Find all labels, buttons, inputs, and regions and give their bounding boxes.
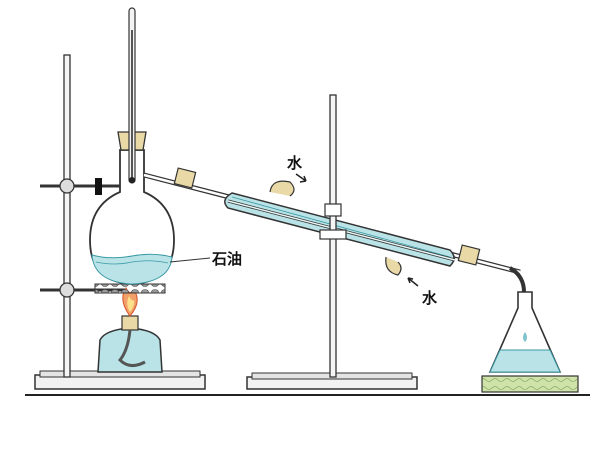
- water-out-label: 水: [287, 154, 303, 172]
- petroleum-liquid: [91, 253, 173, 285]
- petroleum-label: 石油: [211, 250, 242, 268]
- arrow-icon: [407, 277, 419, 287]
- alcohol-lamp: [97, 287, 163, 373]
- water-in-label: 水: [422, 289, 438, 307]
- arrow-icon: [295, 173, 307, 183]
- middle-iron-stand: [246, 94, 418, 390]
- receiving-flask: [481, 291, 579, 393]
- distillation-flask: [89, 7, 175, 285]
- wire-gauze: [94, 283, 166, 294]
